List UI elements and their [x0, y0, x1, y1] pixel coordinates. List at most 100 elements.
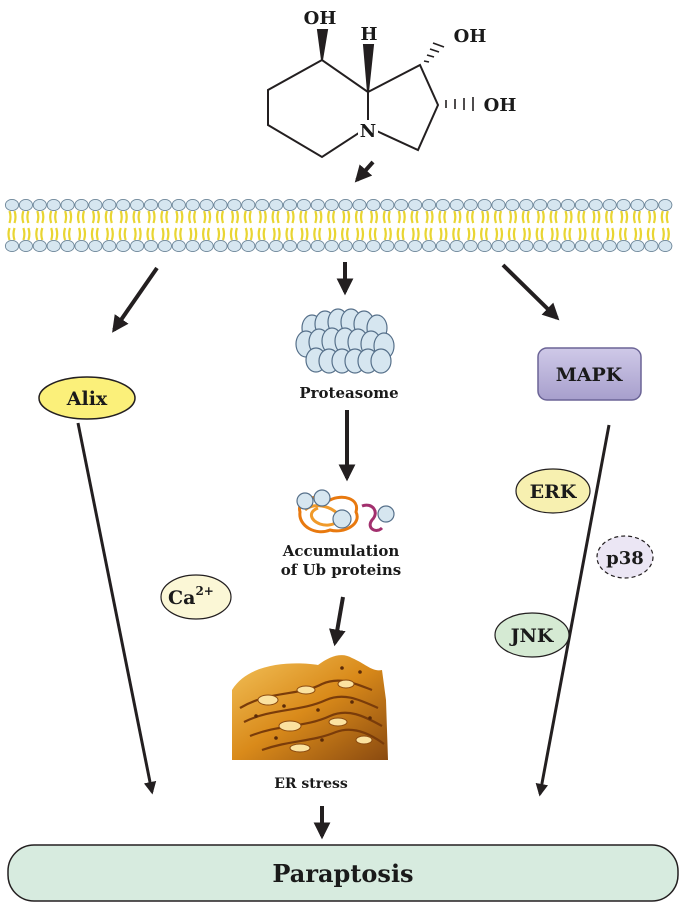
lipid-head — [255, 198, 270, 212]
lipid-tail — [313, 210, 323, 241]
p38-node — [596, 535, 654, 579]
lipid-tail — [341, 210, 351, 241]
lipid-head — [644, 198, 659, 212]
lipid-tail — [49, 210, 59, 241]
calcium-node — [160, 574, 232, 620]
oh-right-lower-label: OH — [484, 95, 517, 116]
lipid-head — [143, 239, 159, 253]
lipid-head — [519, 198, 534, 212]
lipid-head — [408, 198, 423, 212]
lipid-head — [366, 198, 381, 212]
lipid-head — [4, 198, 20, 212]
lipid-tail — [285, 210, 295, 241]
lipid-head — [269, 198, 284, 212]
lipid-tail — [174, 210, 184, 241]
lipid-tail — [257, 210, 267, 241]
ub-protein-icon — [296, 489, 395, 534]
cell-membrane — [4, 198, 673, 253]
lipid-head — [282, 239, 298, 253]
lipid-head — [32, 239, 47, 253]
lipid-head — [588, 198, 603, 212]
lipid-tail — [160, 210, 170, 241]
lipid-tail — [243, 210, 253, 241]
lipid-head — [602, 198, 617, 212]
lipid-tail — [354, 210, 365, 241]
lipid-head — [394, 198, 409, 212]
lipid-head — [130, 239, 145, 253]
lipid-tail — [132, 210, 142, 241]
lipid-head — [380, 198, 395, 212]
lipid-head — [282, 198, 298, 212]
lipid-head — [88, 198, 103, 212]
lipid-tail — [327, 210, 337, 241]
lipid-head — [463, 239, 478, 253]
lipid-head — [477, 239, 492, 253]
lipid-tail — [7, 210, 17, 241]
lipid-tail — [410, 210, 420, 241]
lipid-tail — [271, 210, 281, 241]
lipid-head — [630, 198, 645, 212]
lipid-head — [171, 239, 186, 253]
lipid-head — [630, 239, 645, 253]
lipid-head — [352, 239, 367, 253]
lipid-head — [269, 239, 284, 253]
proteasome-icon — [295, 308, 395, 374]
calcium-label: Ca2+ — [168, 584, 214, 609]
lipid-tail — [507, 210, 517, 241]
arrow-alix-to-paraptosis — [76, 422, 157, 795]
lipid-tail — [632, 210, 643, 241]
lipid-head — [185, 239, 200, 253]
lipid-head — [157, 239, 172, 253]
lipid-tail — [452, 210, 462, 241]
accumulation-label-line1: Accumulation — [282, 542, 400, 560]
lipid-head — [18, 198, 33, 212]
lipid-tail — [104, 210, 114, 241]
oh-top-label: OH — [304, 8, 337, 29]
lipid-head — [143, 198, 159, 212]
lipid-head — [199, 239, 214, 253]
calcium-base-text: Ca — [168, 587, 195, 609]
lipid-head — [102, 198, 117, 212]
lipid-head — [560, 239, 576, 253]
lipid-head — [449, 239, 464, 253]
accumulation-label-line2: of Ub proteins — [281, 561, 401, 579]
lipid-head — [477, 198, 492, 212]
lipid-head — [449, 198, 464, 212]
er-stress-label: ER stress — [274, 776, 348, 792]
lipid-head — [46, 239, 61, 253]
lipid-tail — [118, 210, 128, 241]
lipid-tail — [591, 210, 601, 241]
lipid-head — [227, 198, 242, 212]
lipid-tail — [646, 210, 656, 241]
erk-label: ERK — [530, 481, 578, 503]
lipid-head — [324, 198, 339, 212]
lipid-head — [116, 198, 131, 212]
lipid-tail — [215, 210, 226, 241]
lipid-tail — [202, 210, 212, 241]
lipid-head — [213, 239, 228, 253]
lipid-head — [435, 198, 450, 212]
lipid-tail — [480, 210, 490, 241]
lipid-head — [18, 239, 33, 253]
lipid-head — [588, 239, 603, 253]
alix-node — [38, 376, 136, 420]
lipid-head — [366, 239, 381, 253]
lipid-tail — [368, 210, 378, 241]
jnk-node — [494, 612, 570, 658]
arrow-membrane-to-alix — [112, 266, 159, 333]
lipid-head — [74, 198, 89, 212]
lipid-head — [574, 239, 589, 253]
lipid-head — [421, 198, 437, 212]
lipid-tail — [299, 210, 309, 241]
lipid-tail — [382, 210, 392, 241]
lipid-head — [533, 198, 548, 212]
lipid-head — [60, 239, 75, 253]
lipid-tail — [146, 210, 156, 241]
lipid-head — [463, 198, 478, 212]
paraptosis-label: Paraptosis — [272, 859, 413, 888]
calcium-charge-text: 2+ — [195, 584, 213, 598]
lipid-head — [519, 239, 534, 253]
lipid-head — [658, 239, 673, 253]
